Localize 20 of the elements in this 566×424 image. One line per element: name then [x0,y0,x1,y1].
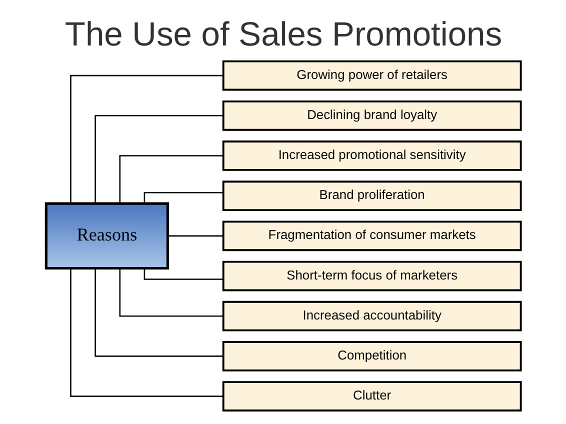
connector [70,74,223,204]
connector [70,268,223,397]
connector [143,192,222,204]
node-box: Short-term focus of marketers [222,260,522,292]
connector [94,268,223,357]
node-box: Competition [222,341,522,372]
diagram-title: The Use of Sales Promotions [64,16,502,54]
node-box: Clutter [222,381,522,412]
connector [94,115,223,204]
node-box: Reasons [44,202,169,270]
node-box: Fragmentation of consumer markets [222,220,522,252]
connector [118,268,223,317]
connector [167,235,223,237]
node-box: Declining brand loyalty [222,100,522,131]
node-box: Brand proliferation [222,180,522,212]
node-box: Increased promotional sensitivity [222,140,522,171]
connector [118,155,223,204]
node-box: Increased accountability [222,300,522,332]
connector [143,268,222,280]
node-box: Growing power of retailers [222,60,522,91]
